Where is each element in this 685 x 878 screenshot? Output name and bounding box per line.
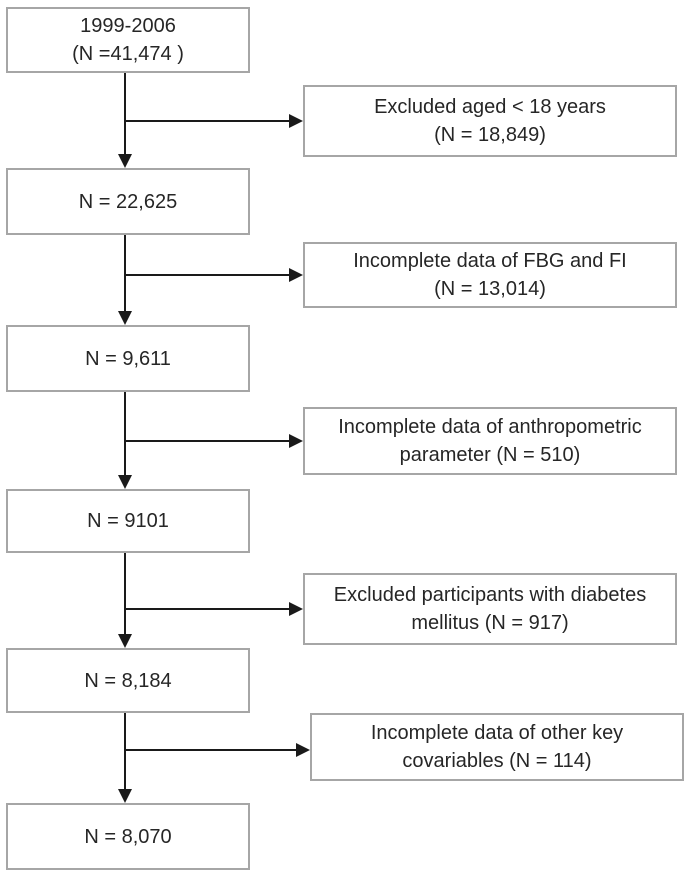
flow-box-line: N = 8,184	[84, 669, 172, 692]
exclusion-box-line: mellitus (N = 917)	[411, 612, 569, 634]
arrow-right-icon	[289, 268, 303, 282]
flow-box-cohort-1999-2006: 1999-2006 (N =41,474 )	[6, 7, 250, 73]
connector-right-3	[125, 440, 289, 442]
exclusion-box-line: (N = 13,014)	[434, 278, 546, 300]
arrow-right-icon	[289, 602, 303, 616]
flow-box-n-8184: N = 8,184	[6, 648, 250, 713]
flow-box-line: N = 22,625	[78, 190, 178, 213]
exclusion-box-line: parameter (N = 510)	[399, 444, 581, 466]
exclusion-box-anthropometric: Incomplete data of anthropometric parame…	[303, 407, 677, 475]
exclusion-box-line: (N = 18,849)	[434, 124, 546, 146]
exclusion-box-line: Excluded participants with diabetes	[333, 584, 647, 606]
connector-right-1	[125, 120, 289, 122]
exclusion-box-line: Incomplete data of anthropometric	[338, 416, 642, 438]
flow-box-line: (N =41,474 )	[72, 43, 184, 65]
connector-down-1	[124, 73, 126, 154]
flow-box-line: N = 8,070	[84, 825, 172, 848]
connector-right-5	[125, 749, 296, 751]
exclusion-box-age: Excluded aged < 18 years (N = 18,849)	[303, 85, 677, 157]
exclusion-box-covariables: Incomplete data of other key covariables…	[310, 713, 684, 781]
exclusion-box-line: Incomplete data of FBG and FI	[353, 250, 627, 272]
arrow-down-icon	[118, 475, 132, 489]
flow-box-line: 1999-2006	[80, 15, 176, 37]
connector-right-4	[125, 608, 289, 610]
flow-box-n-9611: N = 9,611	[6, 325, 250, 392]
flow-box-n-8070: N = 8,070	[6, 803, 250, 870]
connector-down-4	[124, 553, 126, 634]
arrow-right-icon	[289, 434, 303, 448]
arrow-down-icon	[118, 311, 132, 325]
arrow-down-icon	[118, 634, 132, 648]
arrow-down-icon	[118, 789, 132, 803]
flow-box-n-22625: N = 22,625	[6, 168, 250, 235]
connector-down-3	[124, 392, 126, 475]
exclusion-box-fbg-fi: Incomplete data of FBG and FI (N = 13,01…	[303, 242, 677, 308]
exclusion-box-line: Excluded aged < 18 years	[374, 96, 606, 118]
arrow-right-icon	[296, 743, 310, 757]
arrow-down-icon	[118, 154, 132, 168]
connector-down-2	[124, 235, 126, 311]
exclusion-box-line: Incomplete data of other key	[370, 722, 624, 744]
exclusion-box-line: covariables (N = 114)	[402, 750, 592, 772]
connector-down-5	[124, 713, 126, 789]
arrow-right-icon	[289, 114, 303, 128]
flow-box-n-9101: N = 9101	[6, 489, 250, 553]
connector-right-2	[125, 274, 289, 276]
flow-box-line: N = 9101	[87, 510, 169, 532]
exclusion-box-diabetes: Excluded participants with diabetes mell…	[303, 573, 677, 645]
flow-box-line: N = 9,611	[85, 347, 171, 370]
